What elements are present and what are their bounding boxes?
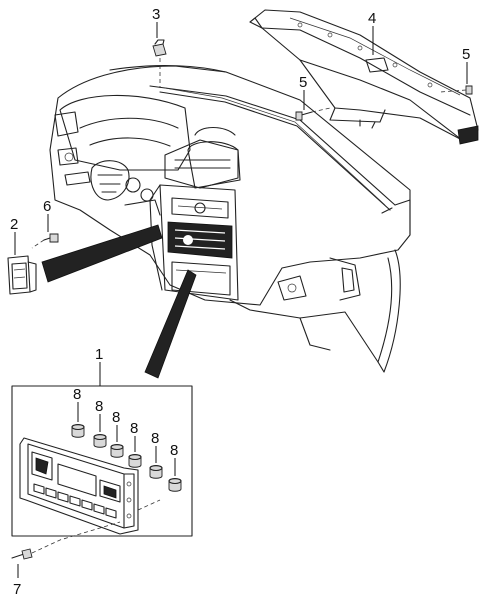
- defroster-duct: [249, 9, 479, 145]
- callout-8-e: 8: [151, 430, 159, 447]
- callout-8-a: 8: [73, 386, 81, 403]
- wiring-strip-center: [144, 269, 197, 379]
- part-5-screw-left: [295, 107, 331, 121]
- part-7-screw: [11, 521, 121, 560]
- callout-7: 7: [13, 581, 21, 598]
- part-6-screw: [31, 233, 59, 249]
- callout-8-f: 8: [170, 442, 178, 459]
- part-2-bracket: [7, 255, 37, 295]
- leader-lines: [14, 22, 468, 578]
- callout-5-left: 5: [299, 74, 307, 91]
- dashboard-assembly: [49, 65, 411, 373]
- callout-6: 6: [43, 198, 51, 215]
- callout-2: 2: [10, 216, 18, 233]
- part-8-knobs: [71, 423, 182, 492]
- wiring-strip-left: [41, 224, 163, 283]
- part-5-screw-right: [439, 85, 473, 95]
- callout-5-right: 5: [462, 46, 470, 63]
- callout-8-b: 8: [95, 398, 103, 415]
- callout-8-d: 8: [130, 420, 138, 437]
- callout-3: 3: [152, 6, 160, 23]
- callout-8-c: 8: [112, 409, 120, 426]
- part-3-clip: [152, 39, 167, 88]
- callout-1: 1: [95, 346, 103, 363]
- heater-control-unit: [19, 437, 161, 535]
- callout-4: 4: [368, 10, 376, 27]
